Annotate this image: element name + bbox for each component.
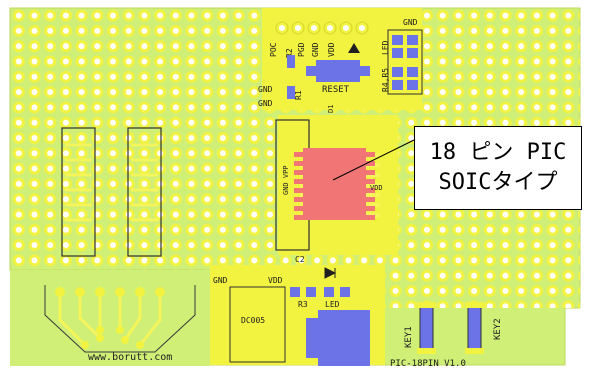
led-bottom-pad2 [340, 287, 350, 297]
pgd-label: PGD [297, 42, 306, 57]
r3-label: R3 [298, 300, 308, 309]
dip-traces [65, 143, 158, 222]
c2-label: C2 [295, 255, 305, 264]
key1-label: KEY1 [404, 326, 414, 348]
callout-leader [332, 139, 415, 181]
soic-pins [294, 152, 375, 220]
hole-grid-right [385, 255, 580, 308]
r4r5-label: R4,R5 [381, 68, 390, 92]
reset-label: RESET [322, 85, 350, 95]
key2-label: KEY2 [493, 318, 503, 340]
gnd-top-right-label: GND [403, 18, 418, 27]
dip-outline-right [127, 127, 162, 257]
connector-traces [58, 295, 162, 347]
led-bottom-label: LED [325, 300, 340, 309]
vdd-bottom-label: VDD [268, 276, 283, 285]
connector-outline [44, 285, 196, 353]
vdd-top-label: VDD [327, 42, 336, 57]
led-outline [387, 29, 423, 95]
callout-line2: SOICタイプ [438, 170, 558, 195]
diode-icon [324, 267, 337, 279]
board-name-label: PIC-18PIN V1.0 [390, 359, 466, 369]
dc-jack-outline [229, 286, 286, 363]
d1-label: D1 [327, 105, 335, 113]
gnd-left1-label: GND [258, 85, 273, 94]
vdd-mid-label: VDD [370, 184, 383, 192]
connector-pads [55, 287, 165, 349]
regulator-tab [306, 318, 318, 358]
r1-label: R1 [294, 90, 303, 100]
resistor-r1 [287, 86, 295, 99]
icsp-pins [275, 21, 369, 35]
r2-label: R2 [285, 48, 294, 58]
soic-chip [303, 148, 366, 220]
warning-icon [348, 43, 360, 53]
website-label: www.borutt.com [88, 352, 172, 363]
poc-label: POC [269, 42, 278, 57]
gnd-top-label: GND [311, 42, 320, 57]
bottom-left-area [10, 270, 210, 366]
resistor-r2 [287, 55, 295, 68]
gnd-left2-label: GND [258, 99, 273, 108]
dc005-label: DC005 [241, 316, 265, 325]
led-top-label: LED [381, 40, 390, 55]
regulator [318, 310, 370, 366]
gnd-bottom-label: GND [213, 276, 228, 285]
resistor-r3 [290, 287, 300, 297]
key1-switch [417, 302, 436, 354]
gnd-vpp-label: GND VPP [282, 165, 290, 195]
resistor-r3b [306, 287, 316, 297]
led-bottom-pad1 [324, 287, 334, 297]
key2-switch [465, 302, 484, 354]
callout-line1: 18 ピン PIC [429, 140, 567, 165]
reset-switch [306, 60, 370, 82]
led-pads [392, 35, 418, 90]
callout-box: 18 ピン PIC SOICタイプ [414, 126, 582, 210]
dip-outline-left [61, 127, 96, 257]
